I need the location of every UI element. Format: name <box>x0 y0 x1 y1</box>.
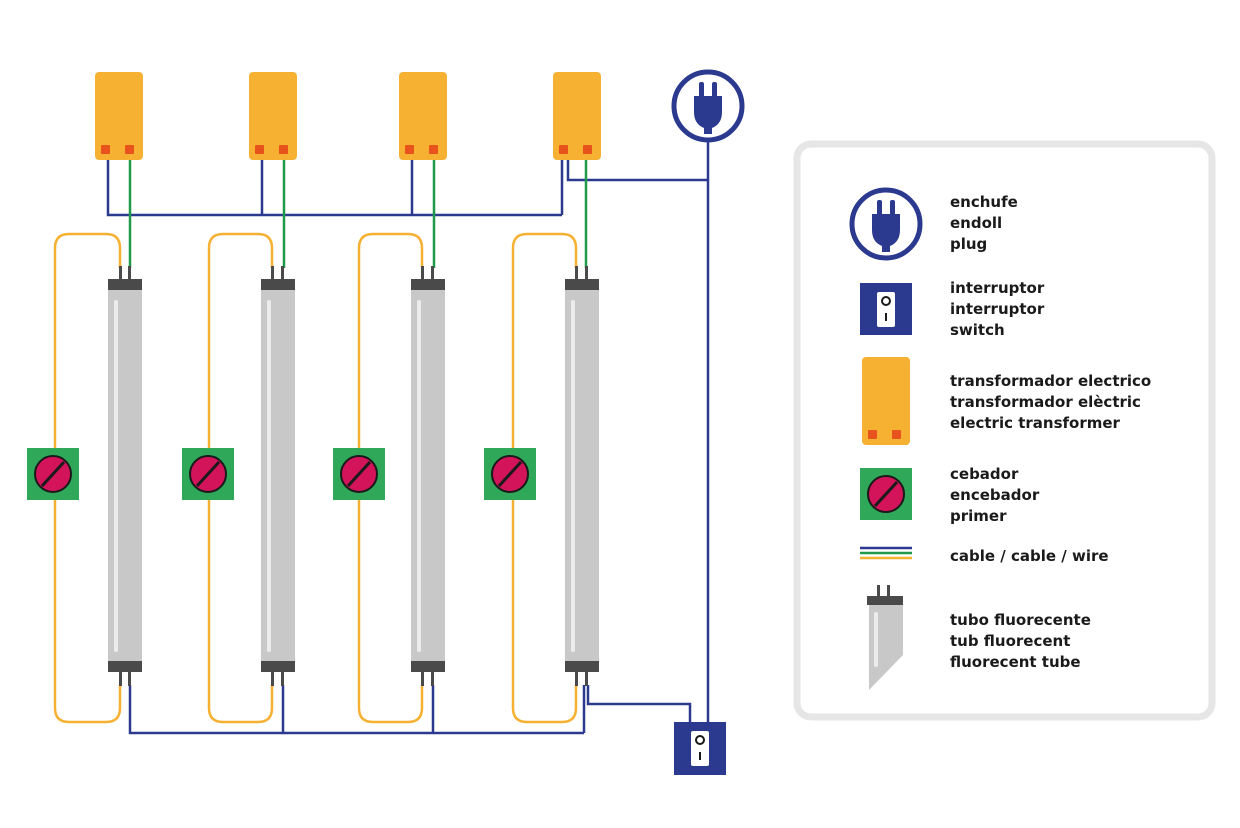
fluorescent-tube-icon <box>108 266 142 686</box>
transformer-icon <box>95 72 143 160</box>
legend-transformer-line2: transformador elèctric <box>950 393 1141 411</box>
legend-plug-line2: endoll <box>950 214 1002 232</box>
transformer-icon <box>249 72 297 160</box>
primers <box>27 448 536 500</box>
fluorescent-tube-icon <box>411 266 445 686</box>
legend-primer-line1: cebador <box>950 465 1019 483</box>
switch-icon <box>674 722 726 775</box>
blue-wire-top-bus <box>106 160 708 217</box>
plug-icon <box>671 69 745 143</box>
legend-switch-line3: switch <box>950 321 1005 339</box>
fluorescent-tube-icon <box>565 266 599 686</box>
legend-primer-line2: encebador <box>950 486 1040 504</box>
legend-switch-line2: interruptor <box>950 300 1045 318</box>
legend-wire-line1: cable / cable / wire <box>950 547 1109 565</box>
legend-transformer-icon <box>862 357 910 445</box>
fluorescent-tube-icon <box>261 266 295 686</box>
legend-switch-icon <box>860 283 912 335</box>
primer-icon <box>182 448 234 500</box>
legend: enchufe endoll plug interruptor interrup… <box>793 140 1216 721</box>
transformer-icon <box>553 72 601 160</box>
legend-transformer-line3: electric transformer <box>950 414 1121 432</box>
legend-tube-line2: tub fluorecent <box>950 632 1070 650</box>
primer-icon <box>333 448 385 500</box>
primer-icon <box>27 448 79 500</box>
legend-tube-line1: tubo fluorecente <box>950 611 1091 629</box>
legend-plug-icon <box>849 187 923 261</box>
transformers <box>95 72 601 160</box>
legend-tube-line3: fluorecent tube <box>950 653 1081 671</box>
wiring <box>53 140 710 735</box>
legend-primer-line3: primer <box>950 507 1007 525</box>
tubes <box>108 266 599 686</box>
legend-wire-icon <box>860 546 912 560</box>
blue-wire-bottom-bus <box>128 685 692 735</box>
legend-plug-line1: enchufe <box>950 193 1018 211</box>
legend-plug-line3: plug <box>950 235 987 253</box>
legend-transformer-line1: transformador electrico <box>950 372 1151 390</box>
legend-switch-line1: interruptor <box>950 279 1045 297</box>
legend-primer-icon <box>860 468 912 520</box>
legend-tube-icon <box>867 585 903 690</box>
transformer-icon <box>399 72 447 160</box>
primer-icon <box>484 448 536 500</box>
